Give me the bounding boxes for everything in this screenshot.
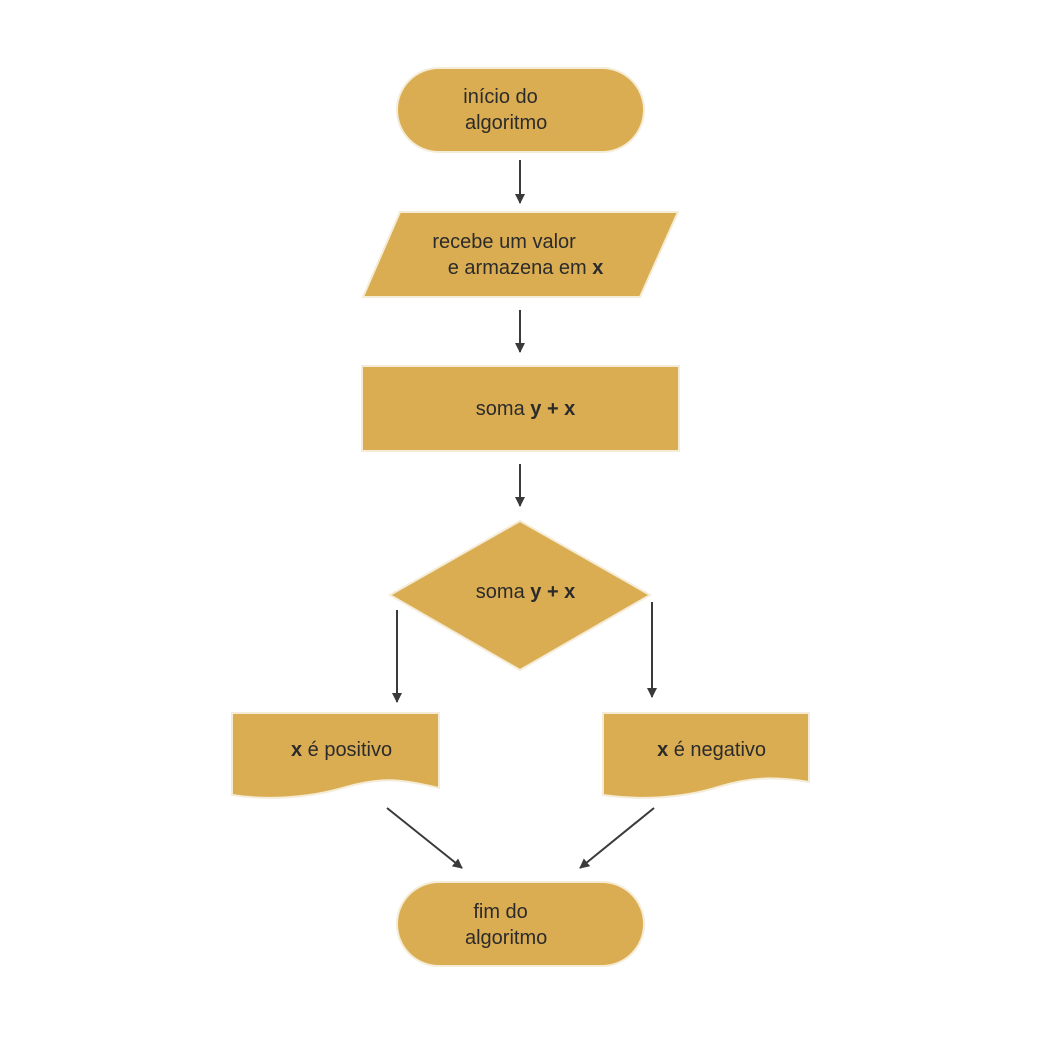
- negative-variable-x: x: [657, 739, 668, 761]
- start-label-line1: início do: [463, 86, 538, 108]
- svg-text:recebe um valor: recebe um valor: [0, 0, 604, 253]
- positive-label: é positivo: [302, 739, 392, 761]
- process-rectangle-shape: [361, 365, 680, 452]
- decision-node: soma y + x: [387, 519, 653, 672]
- input-parallelogram-shape: [361, 211, 680, 298]
- decision-diamond-shape: [387, 519, 653, 672]
- negative-node: x é negativo: [602, 712, 810, 799]
- process-label: soma: [476, 398, 530, 420]
- end-label-line2: algoritmo: [465, 927, 547, 949]
- svg-text:x é negativo: x é negativo: [618, 739, 794, 761]
- svg-text:e armazena em x: e armazena em x: [409, 257, 631, 279]
- start-node: início do algoritmo: [0, 0, 645, 153]
- end-node: fim do algoritmo: [396, 881, 645, 967]
- decision-label: soma: [476, 581, 530, 603]
- arrow-negative-to-end: [579, 807, 655, 869]
- positive-document-shape: [231, 712, 440, 799]
- svg-text:soma y + x: soma y + x: [437, 398, 603, 420]
- svg-text:fim do algoritmo: fim do algoritmo: [465, 901, 547, 949]
- end-terminator-shape: [396, 881, 645, 967]
- end-label-line1: fim do: [473, 901, 527, 923]
- decision-expression: y + x: [530, 581, 575, 603]
- input-node: recebe um valor e armazena em x: [0, 0, 680, 298]
- negative-label: é negativo: [668, 739, 766, 761]
- start-label-line2: algoritmo: [465, 112, 547, 134]
- input-label-line1: recebe um valor: [432, 231, 576, 253]
- positive-variable-x: x: [291, 739, 302, 761]
- start-terminator-shape: [396, 67, 645, 153]
- negative-document-shape: [602, 712, 810, 799]
- arrow-positive-to-end: [386, 807, 463, 869]
- input-variable-x: x: [592, 257, 603, 279]
- svg-text:início do algoritmo: início do algoritmo: [0, 0, 577, 134]
- process-node: soma y + x: [361, 365, 680, 452]
- input-label-line2: e armazena em: [448, 257, 593, 279]
- svg-text:x é positivo: x é positivo: [252, 739, 420, 761]
- positive-node: x é positivo: [231, 712, 440, 799]
- process-expression: y + x: [530, 398, 575, 420]
- svg-text:soma y + x: soma y + x: [437, 581, 603, 603]
